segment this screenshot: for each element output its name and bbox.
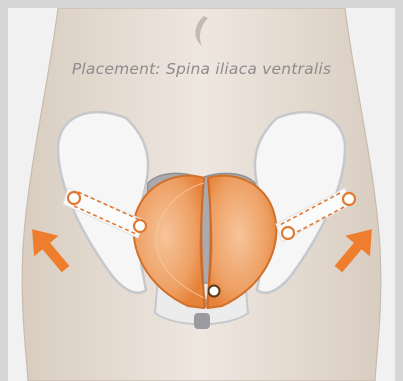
ring-icon [209,286,220,297]
coccyx-mark [194,313,210,329]
left-strap-ring-outer [68,192,80,204]
placement-caption: Placement: Spina iliaca ventralis [8,60,395,78]
right-strap-ring-inner [282,227,294,239]
left-strap-ring-inner [134,220,146,232]
right-strap-ring-outer [343,193,355,205]
illustration-stage: Placement: Spina iliaca ventralis [8,8,395,381]
